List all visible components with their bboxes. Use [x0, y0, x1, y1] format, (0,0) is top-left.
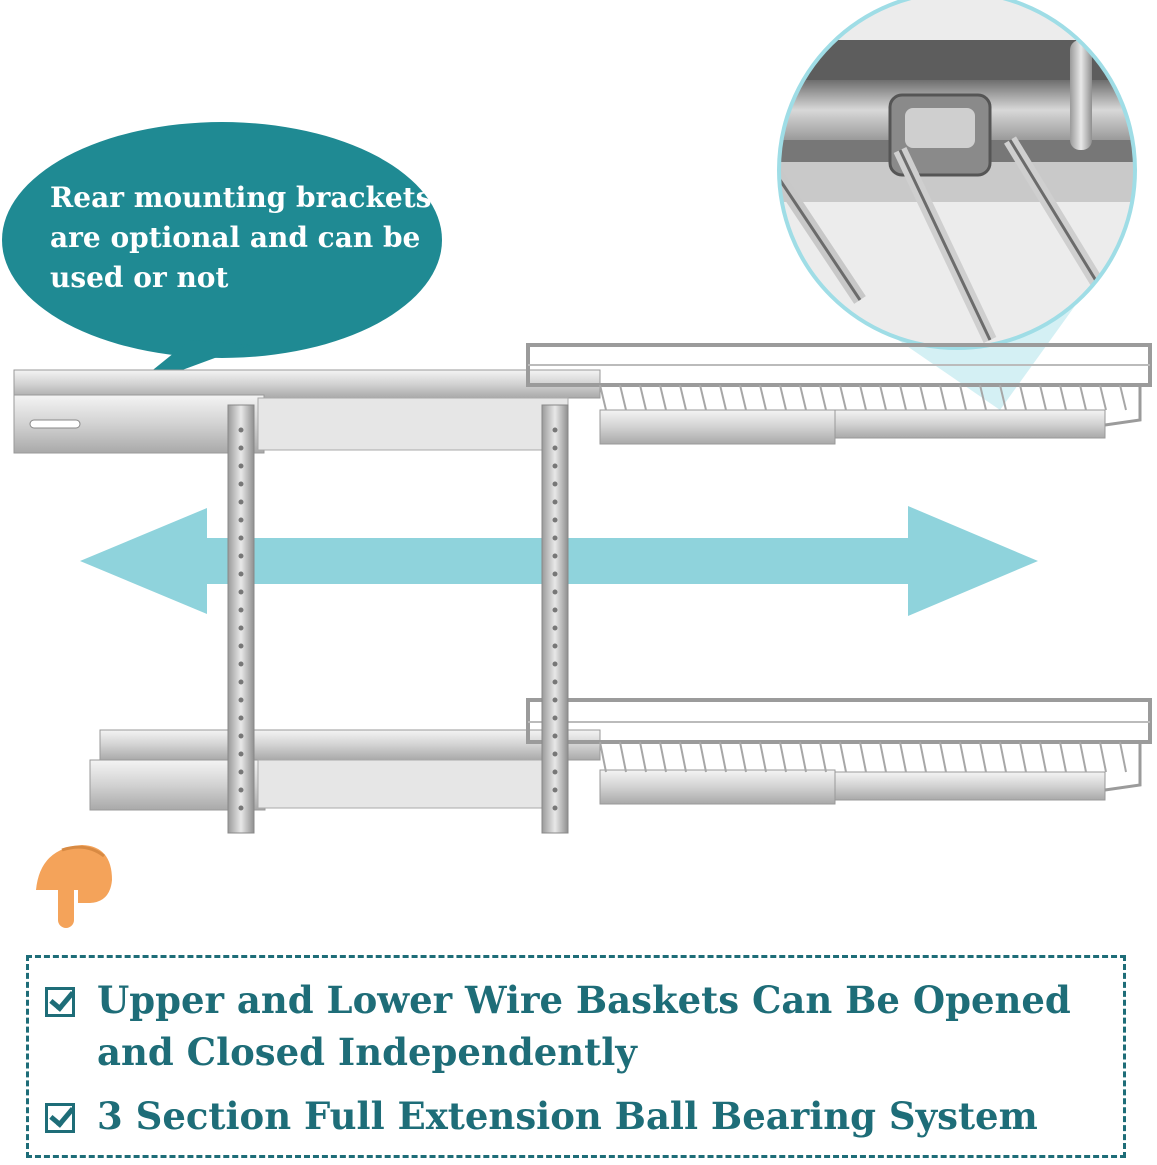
upper-basket-wires — [599, 384, 1127, 411]
lower-basket-wires — [599, 741, 1127, 773]
feature-text-1: Upper and Lower Wire Baskets Can Be Open… — [97, 974, 1097, 1078]
upper-basket — [13, 343, 1152, 454]
checkbox-icon — [45, 1103, 75, 1133]
feature-2-line-1: 3 Section Full Extension Ball Bearing Sy… — [97, 1094, 1038, 1138]
feature-item-1: Upper and Lower Wire Baskets Can Be Open… — [45, 974, 1097, 1078]
feature-list-box: Upper and Lower Wire Baskets Can Be Open… — [26, 955, 1126, 1158]
lower-basket — [89, 698, 1152, 811]
callout-line-2: are optional and can be — [50, 221, 421, 254]
feature-1-line-1: Upper and Lower Wire Baskets Can Be Open… — [97, 978, 1071, 1022]
feature-text-2: 3 Section Full Extension Ball Bearing Sy… — [97, 1090, 1097, 1142]
post-holes — [238, 427, 558, 811]
vertical-posts — [227, 404, 569, 834]
callout-text: Rear mounting brackets are optional and … — [50, 178, 432, 298]
feature-1-line-2: and Closed Independently — [97, 1030, 637, 1074]
feature-item-2: 3 Section Full Extension Ball Bearing Sy… — [45, 1090, 1097, 1142]
magnifier-detail-icon — [779, 0, 1135, 348]
checkbox-icon — [45, 987, 75, 1017]
callout-line-3: used or not — [50, 261, 229, 294]
callout-line-1: Rear mounting brackets — [50, 181, 432, 214]
pointing-down-hand-icon — [36, 845, 112, 928]
